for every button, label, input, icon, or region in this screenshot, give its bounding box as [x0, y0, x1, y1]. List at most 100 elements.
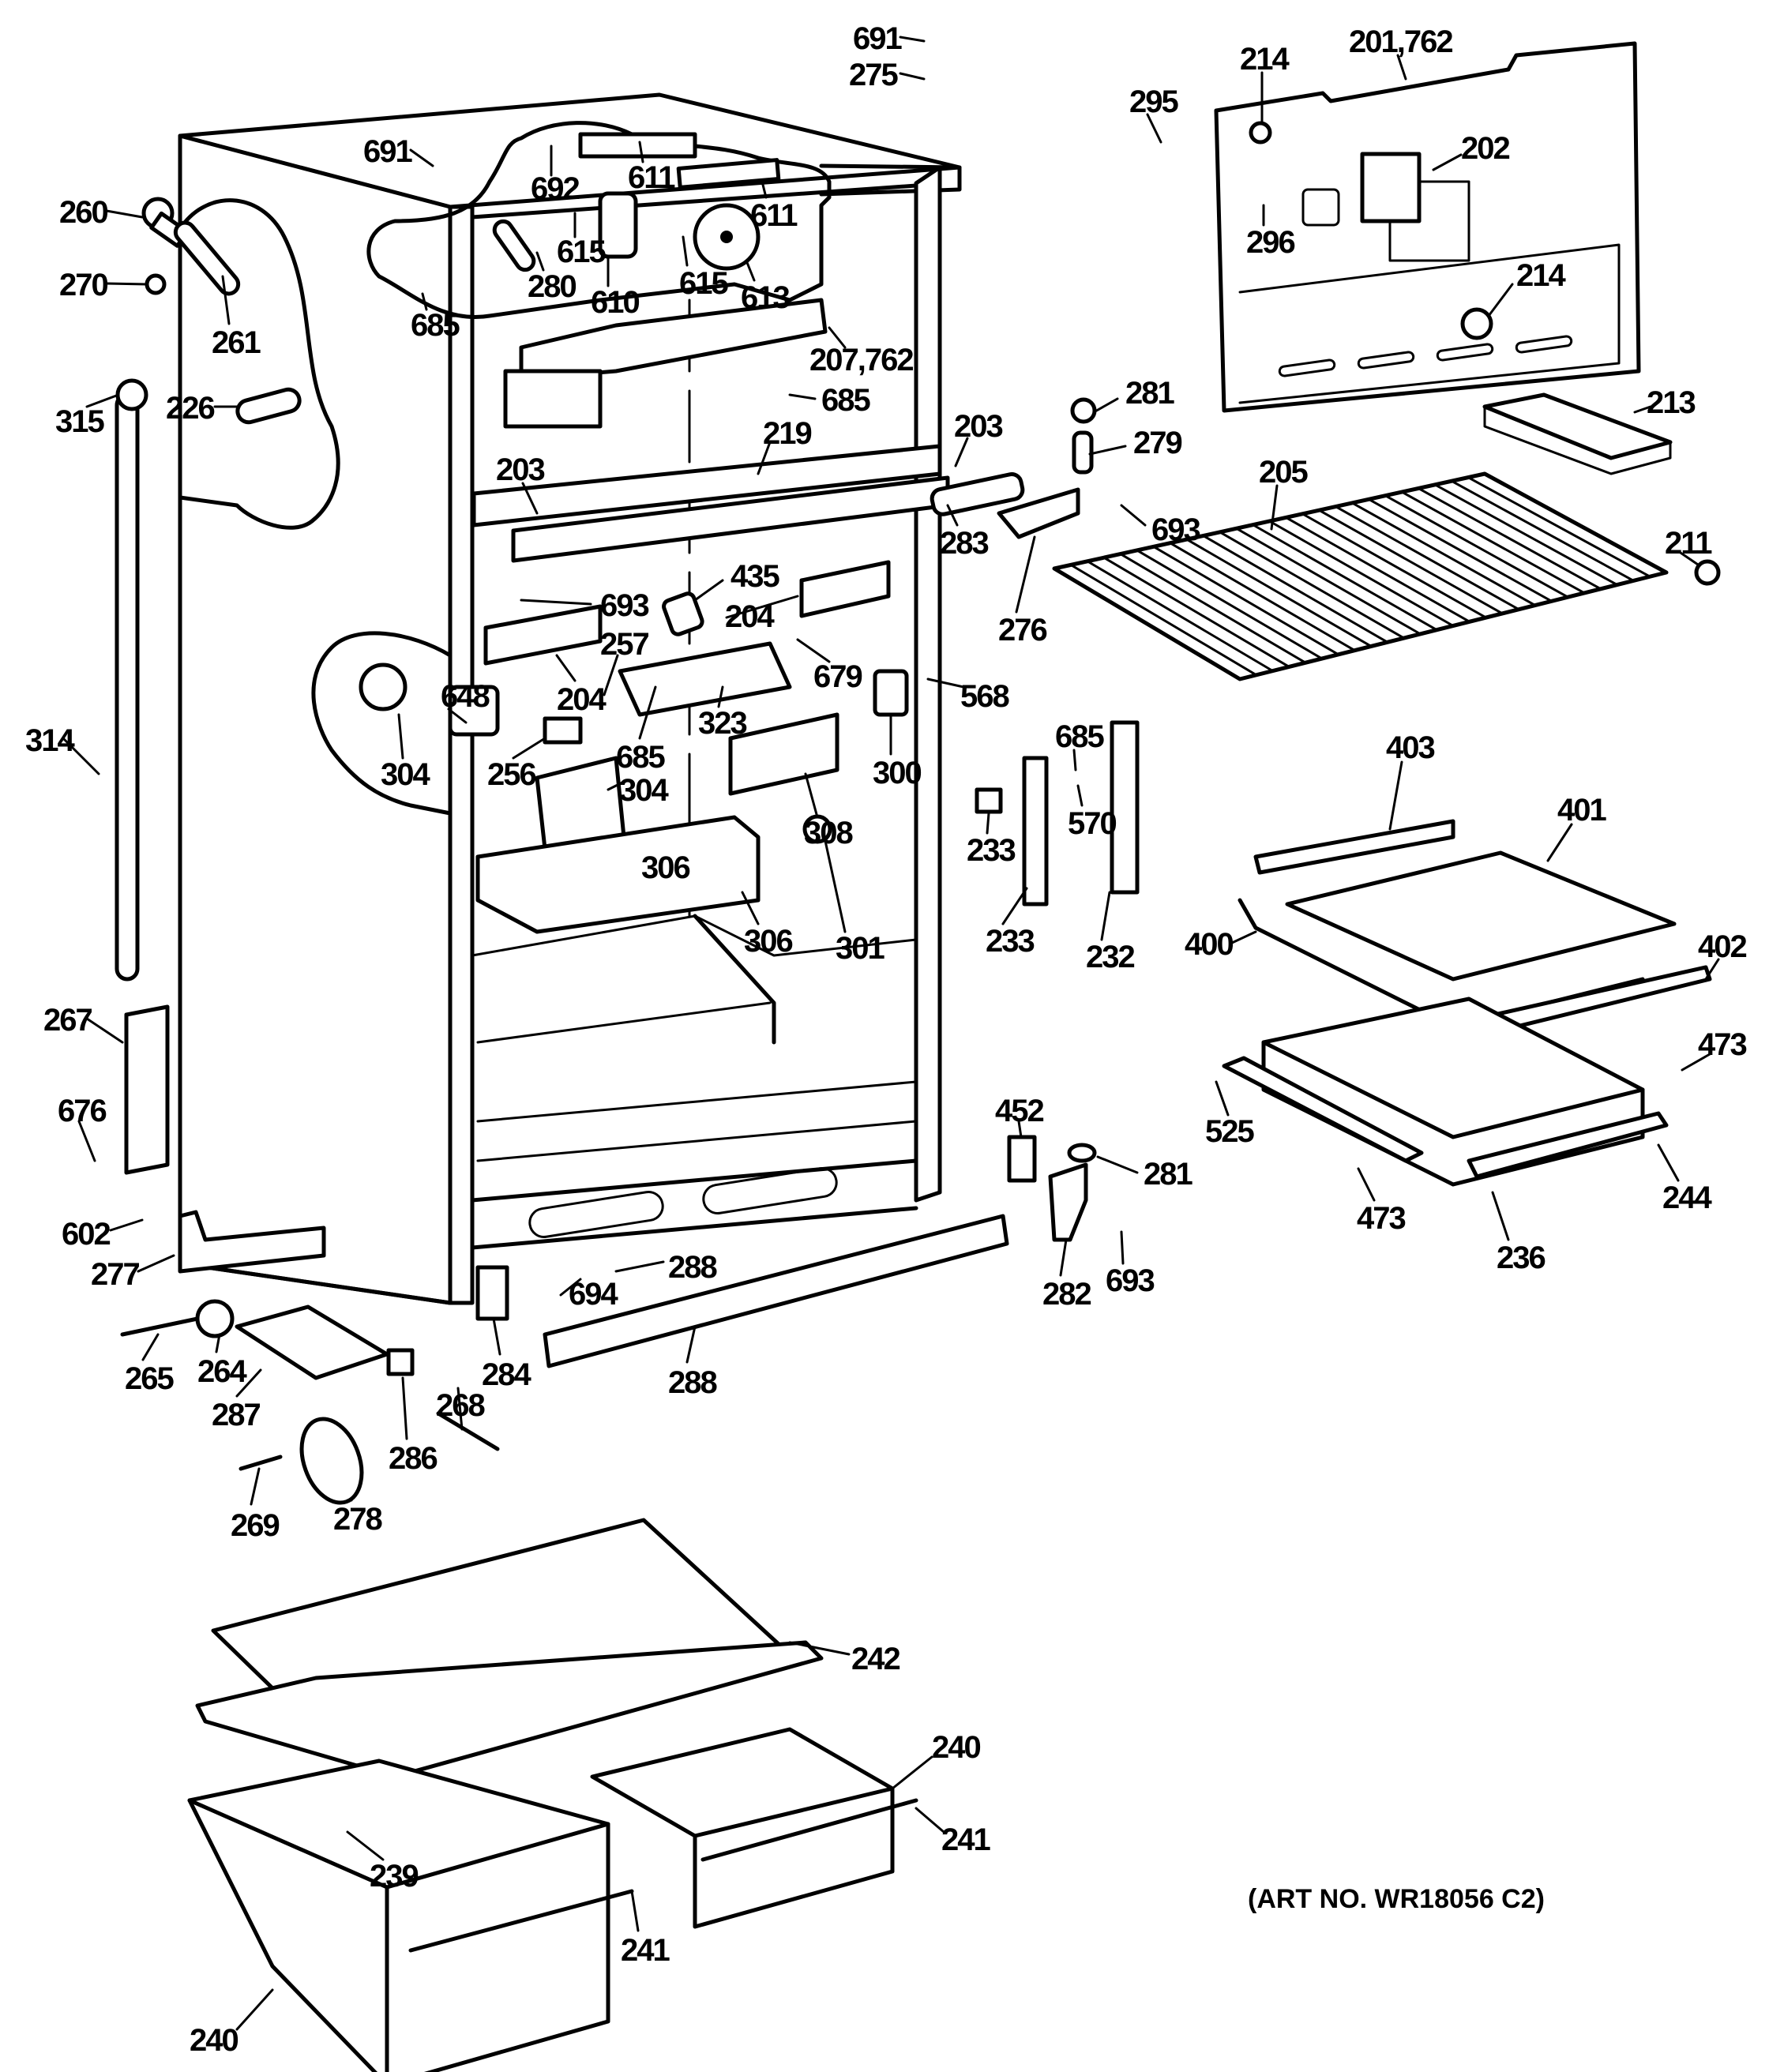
- callout-207-762: 207,762: [809, 343, 913, 377]
- callout-691: 691: [363, 134, 412, 169]
- shelf-wire: [1169, 542, 1356, 652]
- callout-473: 473: [1357, 1201, 1405, 1236]
- callout-256: 256: [487, 757, 535, 792]
- shelf-wire: [1284, 516, 1471, 623]
- small-parts: [115, 132, 1721, 1505]
- glass-shelf-assembly: [1238, 819, 1712, 1037]
- callout-685: 685: [616, 740, 665, 775]
- callout-570: 570: [1068, 806, 1116, 841]
- callout-260: 260: [59, 195, 107, 230]
- callout-279: 279: [1133, 426, 1181, 460]
- callout-276: 276: [998, 613, 1046, 648]
- callout-275: 275: [849, 58, 898, 92]
- callout-473: 473: [1698, 1027, 1746, 1062]
- callout-203: 203: [496, 452, 544, 487]
- shelf-wire: [1317, 509, 1504, 615]
- callout-401: 401: [1557, 793, 1606, 828]
- callout-264: 264: [197, 1354, 247, 1389]
- shelf-wire: [1384, 494, 1569, 599]
- shelf-wire: [1350, 501, 1537, 607]
- callout-615: 615: [557, 235, 606, 269]
- callout-278: 278: [333, 1502, 382, 1537]
- callout-692: 692: [531, 171, 579, 206]
- callout-693: 693: [1106, 1263, 1154, 1298]
- callout-286: 286: [389, 1441, 437, 1476]
- callout-568: 568: [960, 679, 1009, 714]
- callout-602: 602: [62, 1217, 110, 1252]
- shelf-wire: [1086, 560, 1275, 673]
- callout-202: 202: [1461, 131, 1509, 166]
- callout-201-762: 201,762: [1349, 24, 1452, 59]
- callout-400: 400: [1185, 927, 1233, 962]
- callout-203: 203: [954, 409, 1002, 444]
- callout-402: 402: [1698, 929, 1746, 964]
- leader-lines: [62, 36, 1720, 2031]
- wire-shelf: [1052, 471, 1669, 681]
- cabinet: [178, 92, 962, 1305]
- callout-615: 615: [679, 266, 728, 301]
- callout-685: 685: [1055, 719, 1104, 754]
- callout-261: 261: [212, 325, 261, 360]
- shelf-wire: [1219, 531, 1406, 640]
- crisper-assembly: [187, 1518, 918, 2072]
- shelf-wire: [1467, 476, 1651, 578]
- ice-tray: [1482, 392, 1673, 475]
- shelf-wire: [1400, 490, 1586, 595]
- callout-288: 288: [668, 1250, 717, 1285]
- shelf-wire: [1069, 563, 1258, 677]
- callout-693: 693: [600, 588, 648, 623]
- callout-679: 679: [813, 659, 862, 694]
- shelf-wire: [1334, 505, 1520, 611]
- callout-284: 284: [482, 1357, 531, 1392]
- callout-242: 242: [851, 1642, 900, 1676]
- shelf-wire: [1053, 567, 1241, 681]
- callout-611: 611: [628, 160, 675, 195]
- shelf-wire: [1301, 512, 1488, 619]
- shelf-wire: [1185, 538, 1373, 648]
- callout-306: 306: [744, 924, 792, 959]
- callout-403: 403: [1386, 730, 1434, 765]
- shelf-wire: [1483, 472, 1668, 574]
- shelf-wire: [1433, 483, 1619, 587]
- callout-281: 281: [1144, 1157, 1192, 1192]
- shelf-wire: [1202, 534, 1389, 644]
- callout-304: 304: [619, 773, 669, 808]
- callout-239: 239: [370, 1859, 418, 1894]
- callout-304: 304: [381, 757, 430, 792]
- callout-244: 244: [1662, 1181, 1712, 1215]
- callout-211: 211: [1665, 526, 1712, 561]
- callout-315: 315: [55, 404, 104, 439]
- callout-219: 219: [763, 416, 811, 451]
- callout-694: 694: [569, 1277, 618, 1312]
- callout-257: 257: [600, 627, 648, 662]
- callout-308: 308: [804, 816, 853, 850]
- shelf-wire: [1119, 553, 1307, 664]
- callout-306: 306: [641, 850, 689, 885]
- callout-214: 214: [1240, 42, 1290, 77]
- callout-452: 452: [995, 1094, 1043, 1128]
- callout-265: 265: [125, 1361, 174, 1396]
- callout-233: 233: [967, 833, 1015, 868]
- callout-205: 205: [1259, 455, 1308, 490]
- shelf-wire: [1268, 520, 1455, 627]
- callout-676: 676: [58, 1094, 106, 1128]
- callout-labels: 691 275 691 692 611 611 615 615 610 613 …: [25, 21, 1748, 2058]
- callout-685: 685: [821, 383, 870, 418]
- meat-pan-drawer: [1222, 997, 1669, 1187]
- shelf-wire: [1450, 479, 1635, 582]
- shelf-wire: [1136, 549, 1324, 660]
- callout-236: 236: [1497, 1241, 1545, 1275]
- callout-281: 281: [1125, 376, 1174, 411]
- shelf-wire: [1252, 524, 1438, 632]
- callout-288: 288: [668, 1365, 717, 1400]
- callout-280: 280: [528, 269, 576, 304]
- evaporator-cover-panel: [1214, 41, 1641, 413]
- callout-213: 213: [1647, 385, 1695, 420]
- callout-648: 648: [441, 679, 490, 714]
- callout-685: 685: [411, 308, 460, 343]
- callout-282: 282: [1042, 1277, 1091, 1312]
- callout-283: 283: [940, 526, 988, 561]
- callout-610: 610: [591, 285, 639, 320]
- callout-269: 269: [231, 1508, 279, 1543]
